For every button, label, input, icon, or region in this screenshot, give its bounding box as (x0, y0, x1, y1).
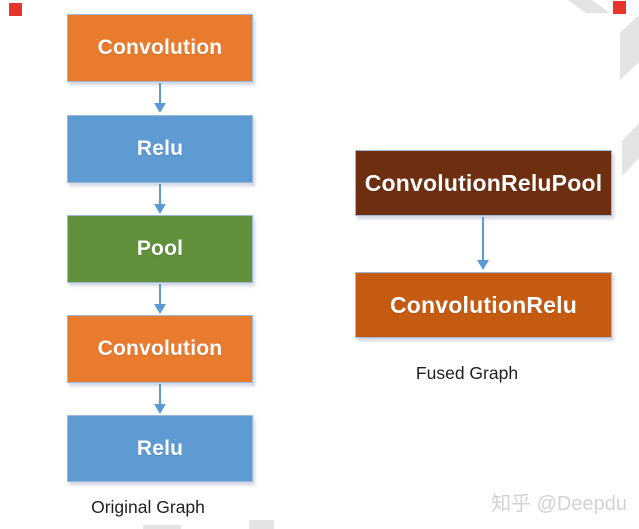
watermark-shape-bottom-strip (143, 525, 181, 529)
node-convolutionrelupool: ConvolutionReluPool (355, 150, 612, 216)
arrow-line (159, 184, 161, 205)
node-convolutionrelu: ConvolutionRelu (355, 272, 612, 338)
node-label: Pool (136, 237, 184, 260)
node-relu-1: Relu (67, 115, 253, 183)
arrow-down-icon (154, 103, 166, 113)
node-pool: Pool (67, 215, 253, 283)
node-label: Convolution (97, 337, 223, 360)
watermark-shape-right-band (620, 15, 639, 80)
arrow-line (159, 284, 161, 305)
node-label: ConvolutionReluPool (364, 169, 603, 196)
original-graph-caption: Original Graph (91, 497, 205, 517)
arrow-line (482, 217, 484, 261)
node-label: Relu (136, 137, 184, 160)
node-label: Relu (136, 436, 184, 460)
arrow-line (159, 83, 161, 104)
arrow-down-icon (154, 404, 166, 414)
red-corner-mark-right (613, 1, 626, 14)
arrow-down-icon (477, 260, 489, 270)
arrow-line (159, 384, 161, 405)
watermark-shape-right-band-2 (622, 123, 639, 176)
node-relu-2: Relu (67, 415, 253, 482)
arrow-down-icon (154, 304, 166, 314)
node-label: ConvolutionRelu (390, 291, 577, 318)
fused-graph-caption: Fused Graph (415, 363, 519, 383)
red-corner-mark-left (9, 3, 22, 16)
node-label: Convolution (97, 36, 223, 59)
arrow-down-icon (154, 204, 166, 214)
node-convolution-2: Convolution (67, 315, 253, 383)
node-convolution-1: Convolution (67, 14, 253, 82)
zhihu-watermark-text: 知乎 @Deepdu (491, 493, 627, 515)
watermark-shape-top-band (568, 0, 610, 13)
watermark-shape-bottom-strip-2 (249, 520, 274, 529)
